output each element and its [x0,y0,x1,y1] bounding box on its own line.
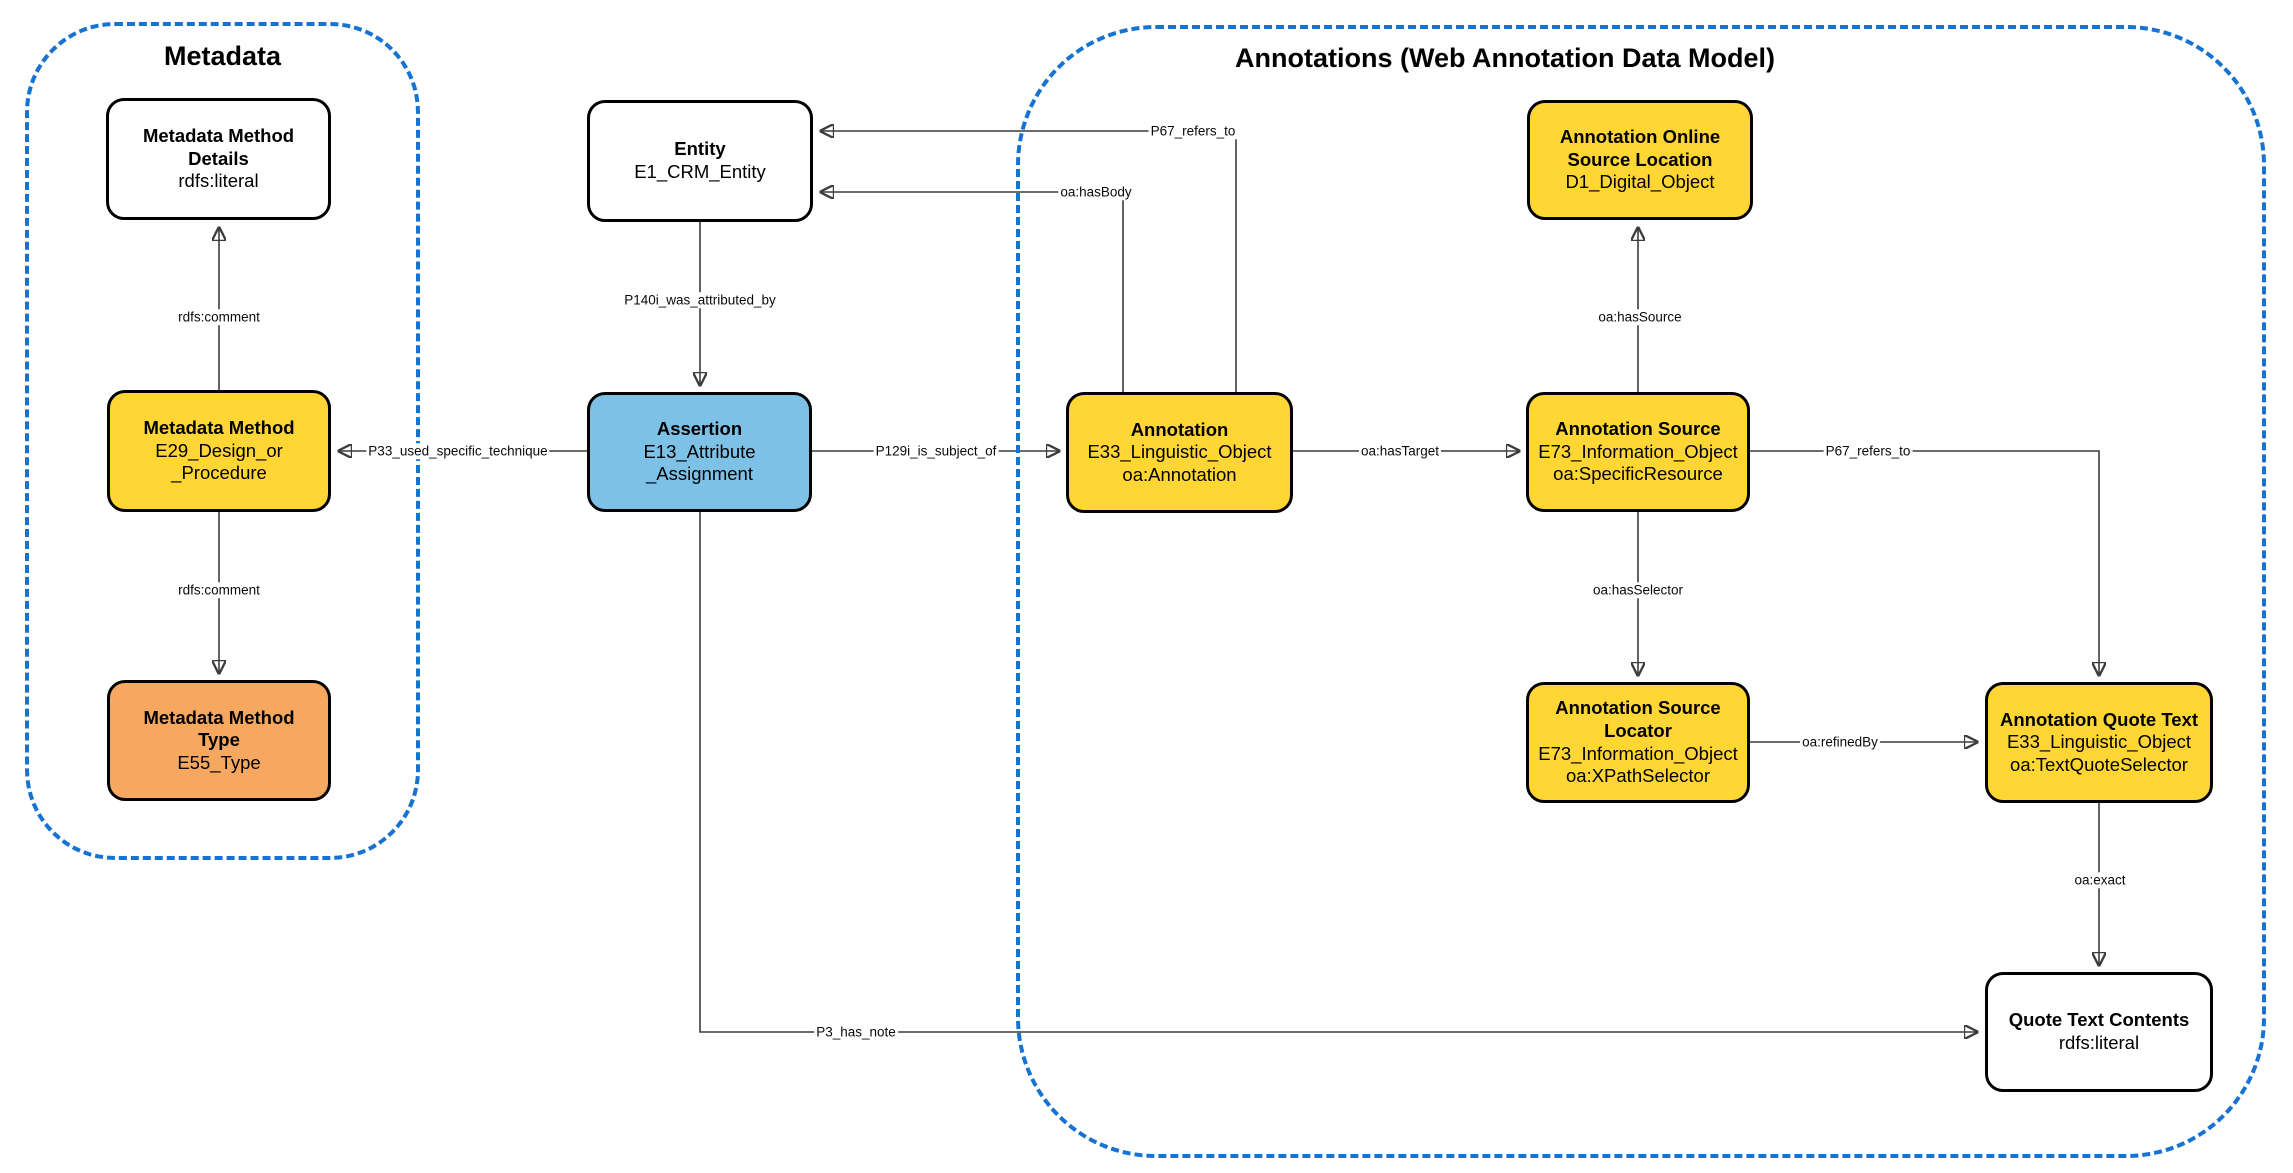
edge-label-oa-hastarget: oa:hasTarget [1358,443,1442,459]
edge-label-p140i-was-attributed-by: P140i_was_attributed_by [622,292,778,308]
edge-label-p67-refers-to-left: P67_refers_to [1148,123,1238,139]
metadata-group-container [25,22,420,860]
node-metadata-method-type: Metadata Method Type E55_Type [107,680,331,801]
node-subtitle: rdfs:literal [2058,1032,2140,1053]
edge-label-oa-hassource: oa:hasSource [1596,309,1684,325]
node-title: Metadata Method [143,417,295,439]
node-title: Assertion [656,418,743,440]
node-title: Metadata Method Details [142,125,295,169]
node-assertion: Assertion E13_Attribute _Assignment [587,392,812,512]
edge-label-rdfs-comment-bottom: rdfs:comment [176,582,262,598]
node-subtitle: rdfs:literal [178,170,259,192]
annotations-group-title: Annotations (Web Annotation Data Model) [1235,43,1775,73]
node-subtitle: E33_Linguistic_Object oa:TextQuoteSelect… [2006,731,2192,775]
node-title: Annotation [1130,418,1229,440]
edge-label-oa-hasselector: oa:hasSelector [1590,582,1686,598]
node-title: Annotation Source Locator [1555,697,1721,741]
node-title: Quote Text Contents [2008,1009,2190,1031]
edge-label-oa-refinedby: oa:refinedBy [1800,734,1880,750]
node-subtitle: D1_Digital_Object [1565,171,1715,193]
node-subtitle: E13_Attribute _Assignment [643,440,756,485]
edge-label-p33-used-specific-technique: P33_used_specific_technique [366,443,550,459]
node-metadata-method-details: Metadata Method Details rdfs:literal [106,98,331,220]
node-title: Entity [674,138,726,160]
node-title: Annotation Online Source Location [1559,126,1721,170]
node-subtitle: E73_Information_Object oa:XPathSelector [1538,742,1738,787]
node-subtitle: E33_Linguistic_Object oa:Annotation [1087,441,1272,485]
node-title: Annotation Quote Text [2000,708,2198,730]
node-annotation-source: Annotation Source E73_Information_Object… [1526,392,1750,512]
edge-label-rdfs-comment-top: rdfs:comment [176,309,262,325]
node-annotation: Annotation E33_Linguistic_Object oa:Anno… [1066,392,1293,513]
node-annotation-online-source-location: Annotation Online Source Location D1_Dig… [1527,100,1753,220]
node-metadata-method: Metadata Method E29_Design_or _Procedure [107,390,331,512]
node-title: Metadata Method Type [143,706,295,751]
annotations-group-container [1016,25,2266,1158]
edge-label-oa-hasbody: oa:hasBody [1058,184,1134,200]
node-subtitle: E29_Design_or _Procedure [155,439,283,484]
node-title: Annotation Source [1555,418,1721,440]
node-annotation-source-locator: Annotation Source Locator E73_Informatio… [1526,682,1750,803]
node-quote-text-contents: Quote Text Contents rdfs:literal [1985,972,2213,1092]
edge-label-p3-has-note: P3_has_note [814,1024,898,1040]
edge-label-oa-exact: oa:exact [2072,872,2128,888]
edge-label-p67-refers-to-right: P67_refers_to [1823,443,1913,459]
edge-label-p129i-is-subject-of: P129i_is_subject_of [873,443,999,459]
metadata-group-title: Metadata [163,41,282,71]
node-annotation-quote-text: Annotation Quote Text E33_Linguistic_Obj… [1985,682,2213,803]
node-subtitle: E1_CRM_Entity [634,161,766,182]
node-subtitle: E55_Type [177,751,261,773]
node-entity: Entity E1_CRM_Entity [587,100,813,222]
node-subtitle: E73_Information_Object oa:SpecificResour… [1538,440,1738,485]
